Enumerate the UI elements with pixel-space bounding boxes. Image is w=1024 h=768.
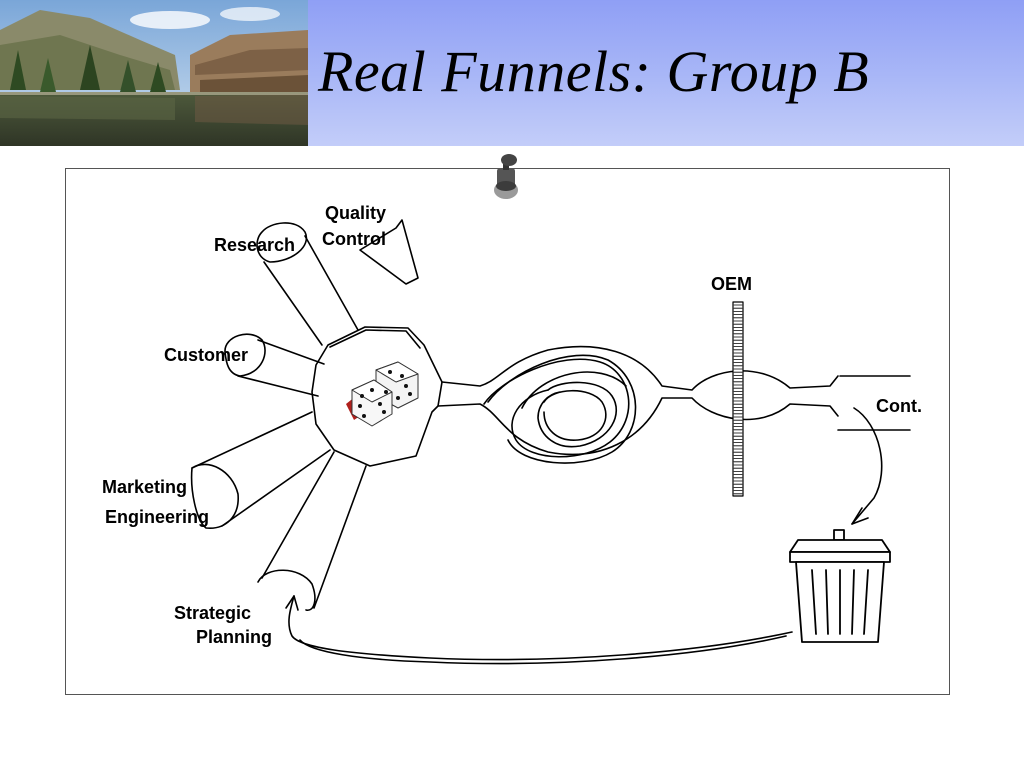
oem-filter-bar <box>732 301 744 497</box>
label-quality: Quality <box>325 203 387 223</box>
label-strategic: Strategic <box>174 603 252 623</box>
slide-title: Real Funnels: Group B <box>318 39 870 104</box>
dice-icon <box>346 361 419 427</box>
quality-control-funnel <box>359 219 419 285</box>
trash-can-icon <box>789 529 891 643</box>
label-marketing: Marketing <box>102 477 188 497</box>
label-planning: Planning <box>196 627 272 647</box>
customer-funnel <box>224 333 325 397</box>
research-funnel <box>256 222 359 346</box>
header-landscape-photo <box>0 0 308 146</box>
central-funnel-mouth <box>311 326 443 467</box>
return-feedback-line <box>285 595 793 665</box>
push-pin-icon <box>494 154 518 199</box>
label-cont: Cont. <box>876 396 922 416</box>
title-band <box>308 0 1024 146</box>
label-customer: Customer <box>164 345 249 365</box>
funnel-pipe <box>437 345 839 464</box>
label-engineering: Engineering <box>105 507 210 527</box>
cont-outlet <box>837 375 911 525</box>
strategic-planning-funnel <box>257 451 367 611</box>
marketing-engineering-funnel <box>190 411 331 529</box>
label-oem: OEM <box>711 274 753 294</box>
oem-filter-hatching <box>733 304 743 495</box>
landscape-photo-image <box>0 0 308 146</box>
label-control: Control <box>322 229 386 249</box>
label-research: Research <box>214 235 296 255</box>
